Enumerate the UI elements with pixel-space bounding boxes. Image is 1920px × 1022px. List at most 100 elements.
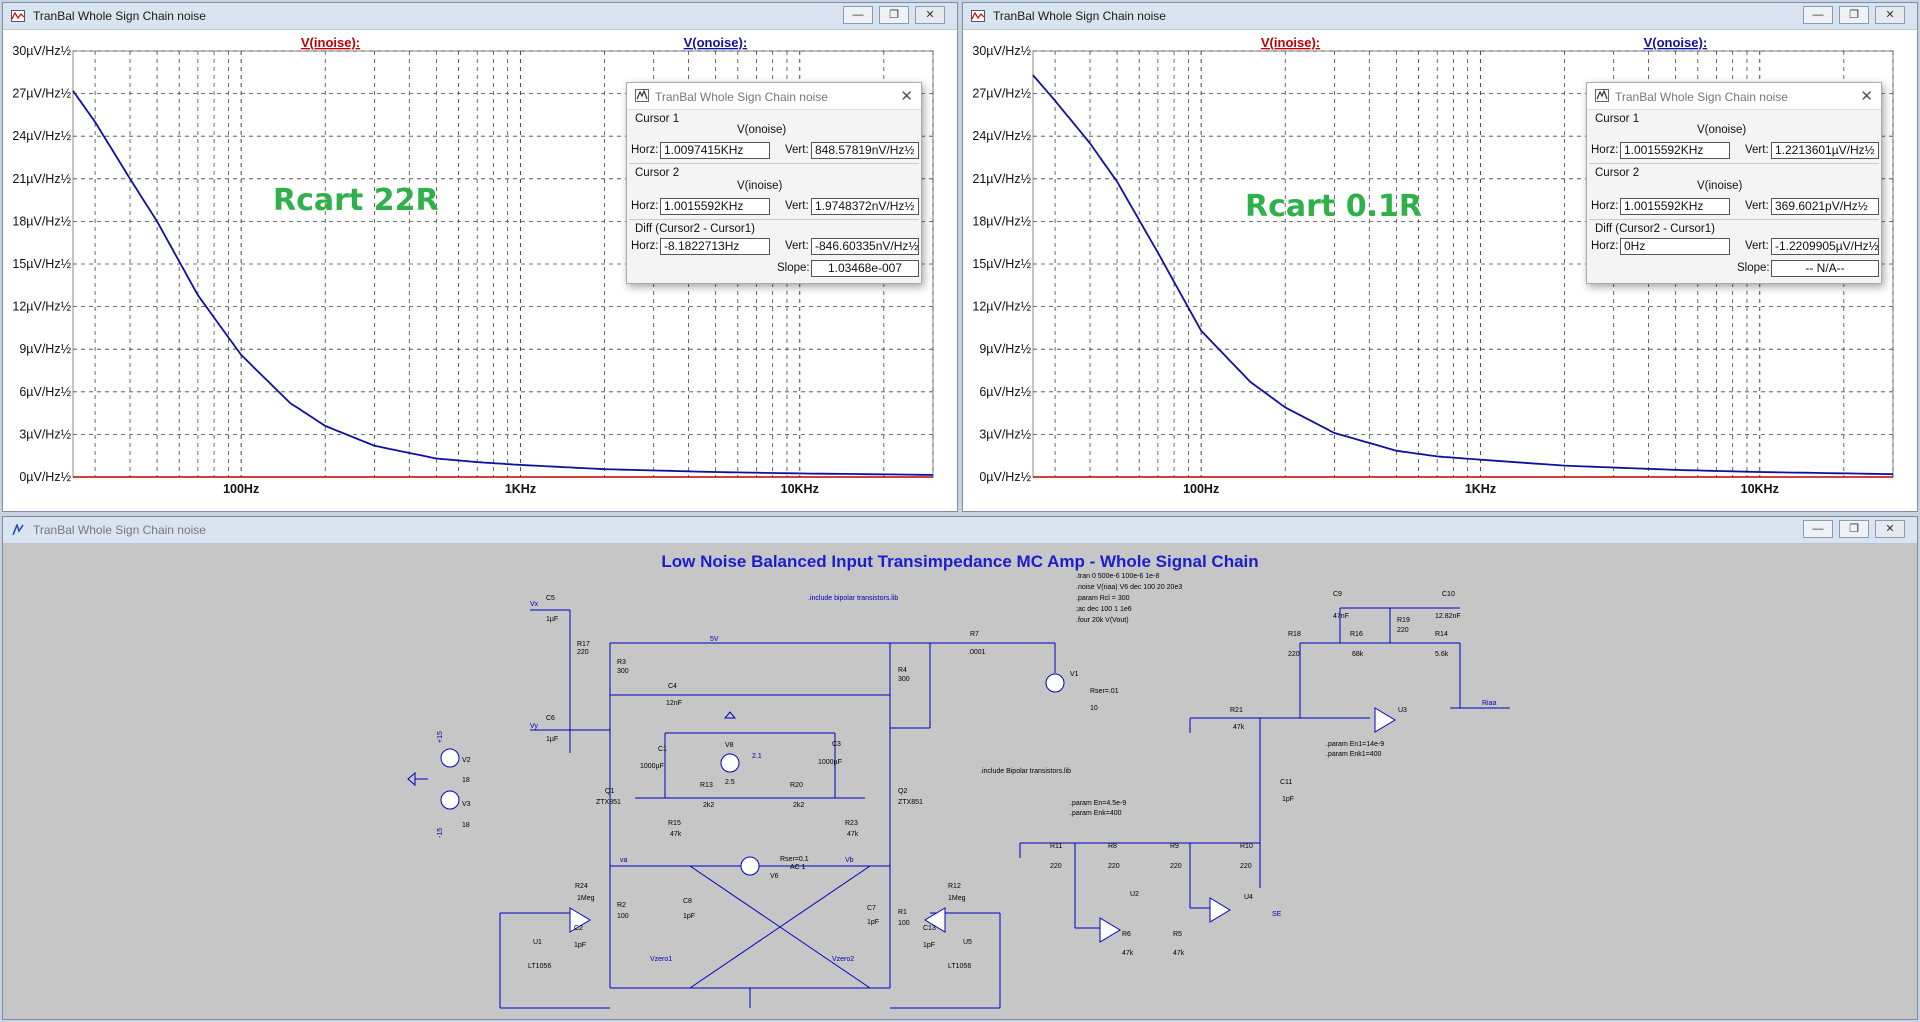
component-r6: R6: [1122, 931, 1131, 938]
value-r13: 2k2: [703, 802, 714, 809]
model-u1: LT1056: [528, 963, 551, 970]
value-c4: 12nF: [666, 700, 682, 707]
value-r8: 220: [1108, 863, 1120, 870]
y-tick-label: 30µV/Hz½: [12, 44, 71, 58]
slope-field[interactable]: -- N/A--: [1771, 260, 1879, 277]
net-label-vy: Vy: [530, 723, 538, 730]
net-label-va: va: [620, 857, 628, 864]
trace-label-onoise[interactable]: V(onoise):: [1644, 35, 1708, 50]
component-r4: R4: [898, 667, 907, 674]
component-c1: C1: [658, 746, 667, 753]
diff-label: Diff (Cursor2 - Cursor1): [635, 223, 755, 235]
value-r11: 220: [1050, 863, 1062, 870]
cursor1-horz-field[interactable]: 1.0097415KHz: [660, 142, 770, 159]
restore-button[interactable]: ❐: [1839, 6, 1869, 24]
y-tick-label: 12µV/Hz½: [12, 300, 71, 314]
dialog-titlebar[interactable]: TranBal Whole Sign Chain noise ✕: [1587, 83, 1881, 110]
minimize-button[interactable]: —: [843, 6, 873, 24]
close-icon[interactable]: ✕: [1860, 88, 1873, 105]
cursor1-vert-field[interactable]: 1.2213601µV/Hz½: [1771, 142, 1879, 159]
value-r19: 220: [1397, 627, 1409, 634]
component-r1: R1: [898, 909, 907, 916]
window-titlebar[interactable]: TranBal Whole Sign Chain noise — ❐ ✕: [963, 3, 1917, 30]
cursor1-horz-field[interactable]: 1.0015592KHz: [1620, 142, 1730, 159]
value-c1: 1000µF: [640, 763, 664, 770]
horz-label: Horz:: [631, 144, 659, 156]
component-r12: R12: [948, 883, 961, 890]
component-v2: V2: [462, 757, 471, 764]
net-label-vzero2: Vzero2: [832, 956, 854, 963]
cursor2-trace: V(inoise): [737, 180, 783, 192]
net-label-vzero1: Vzero1: [650, 956, 672, 963]
schematic-window[interactable]: TranBal Whole Sign Chain noise — ❐ ✕: [2, 516, 1918, 1020]
cursor1-vert-field[interactable]: 848.57819nV/Hz½: [811, 142, 919, 159]
include-directive: .include bipolar transistors.lib: [808, 595, 898, 602]
y-tick-label: 12µV/Hz½: [972, 300, 1031, 314]
component-r23: R23: [845, 820, 858, 827]
window-titlebar[interactable]: TranBal Whole Sign Chain noise — ❐ ✕: [3, 3, 957, 30]
cursor2-vert-field[interactable]: 369.6021pV/Hz½: [1771, 198, 1879, 215]
component-v1: V1: [1070, 671, 1079, 678]
horz-label: Horz:: [1591, 200, 1619, 212]
slope-field[interactable]: 1.03468e-007: [811, 260, 919, 277]
y-tick-label: 27µV/Hz½: [972, 87, 1031, 101]
value-r15: 47k: [670, 831, 682, 838]
cursor2-vert-field[interactable]: 1.9748372nV/Hz½: [811, 198, 919, 215]
dialog-titlebar[interactable]: TranBal Whole Sign Chain noise ✕: [627, 83, 921, 110]
param-directive: .param En1=14e-9: [1326, 741, 1384, 748]
diff-vert-field[interactable]: -1.2209905µV/Hz½: [1771, 238, 1879, 255]
component-r9: R9: [1170, 843, 1179, 850]
cursor-dialog-right[interactable]: TranBal Whole Sign Chain noise ✕ Cursor …: [1586, 82, 1882, 284]
diff-vert-field[interactable]: -846.60335nV/Hz½: [811, 238, 919, 255]
close-button[interactable]: ✕: [1875, 6, 1905, 24]
schematic-canvas[interactable]: Vx Vy 5V C5 1µF R17 220 R3 300 C4 12nF R…: [10, 548, 1914, 1018]
series-line-vonoise[interactable]: [1032, 74, 1894, 476]
ltspice-waveform-icon: [11, 10, 25, 22]
vert-label: Vert:: [1745, 240, 1769, 252]
horz-label: Horz:: [1591, 144, 1619, 156]
dialog-title: TranBal Whole Sign Chain noise: [1615, 90, 1788, 104]
trace-label-onoise[interactable]: V(onoise):: [684, 35, 748, 50]
value-c11: 1pF: [1282, 796, 1294, 803]
x-tick-label: 100Hz: [1183, 482, 1219, 496]
cursor2-label: Cursor 2: [635, 167, 680, 179]
minimize-button[interactable]: —: [1803, 6, 1833, 24]
dialog-title: TranBal Whole Sign Chain noise: [655, 90, 828, 104]
diff-horz-field[interactable]: -8.1822713Hz: [660, 238, 770, 255]
restore-button[interactable]: ❐: [879, 6, 909, 24]
value-r10: 220: [1240, 863, 1252, 870]
y-tick-label: 9µV/Hz½: [979, 342, 1031, 356]
close-button[interactable]: ✕: [915, 6, 945, 24]
vert-label: Vert:: [785, 240, 809, 252]
y-tick-label: 15µV/Hz½: [972, 257, 1031, 271]
cursor1-trace: V(onoise): [737, 124, 787, 136]
cursor1-label: Cursor 1: [635, 113, 680, 125]
series-line-vonoise[interactable]: [72, 90, 934, 476]
close-icon[interactable]: ✕: [900, 88, 913, 105]
minimize-button[interactable]: —: [1803, 520, 1833, 538]
value-c10: 12.82nF: [1435, 613, 1461, 620]
diff-horz-field[interactable]: 0Hz: [1620, 238, 1730, 255]
diff-label: Diff (Cursor2 - Cursor1): [1595, 223, 1715, 235]
window-titlebar[interactable]: TranBal Whole Sign Chain noise — ❐ ✕: [3, 517, 1917, 544]
value-r14: 5.6k: [1435, 651, 1449, 658]
restore-button[interactable]: ❐: [1839, 520, 1869, 538]
value-c3: 1000µF: [818, 759, 842, 766]
component-c9: C9: [1333, 591, 1342, 598]
net-label-p15: +15: [437, 731, 444, 743]
cursor-dialog-left[interactable]: TranBal Whole Sign Chain noise ✕ Cursor …: [626, 82, 922, 284]
value-v2: 18: [462, 777, 470, 784]
component-u3: U3: [1398, 707, 1407, 714]
y-tick-label: 6µV/Hz½: [979, 385, 1031, 399]
cursor2-horz-field[interactable]: 1.0015592KHz: [1620, 198, 1730, 215]
component-c13: C13: [923, 925, 936, 932]
x-tick-label: 10KHz: [781, 482, 819, 496]
value-r21: 47k: [1233, 724, 1245, 731]
value-v8: 2.5: [725, 779, 735, 786]
value-r3: 300: [617, 668, 629, 675]
y-tick-label: 3µV/Hz½: [19, 427, 71, 441]
cursor2-horz-field[interactable]: 1.0015592KHz: [660, 198, 770, 215]
trace-label-inoise[interactable]: V(inoise):: [301, 35, 360, 50]
trace-label-inoise[interactable]: V(inoise):: [1261, 35, 1320, 50]
close-button[interactable]: ✕: [1875, 520, 1905, 538]
